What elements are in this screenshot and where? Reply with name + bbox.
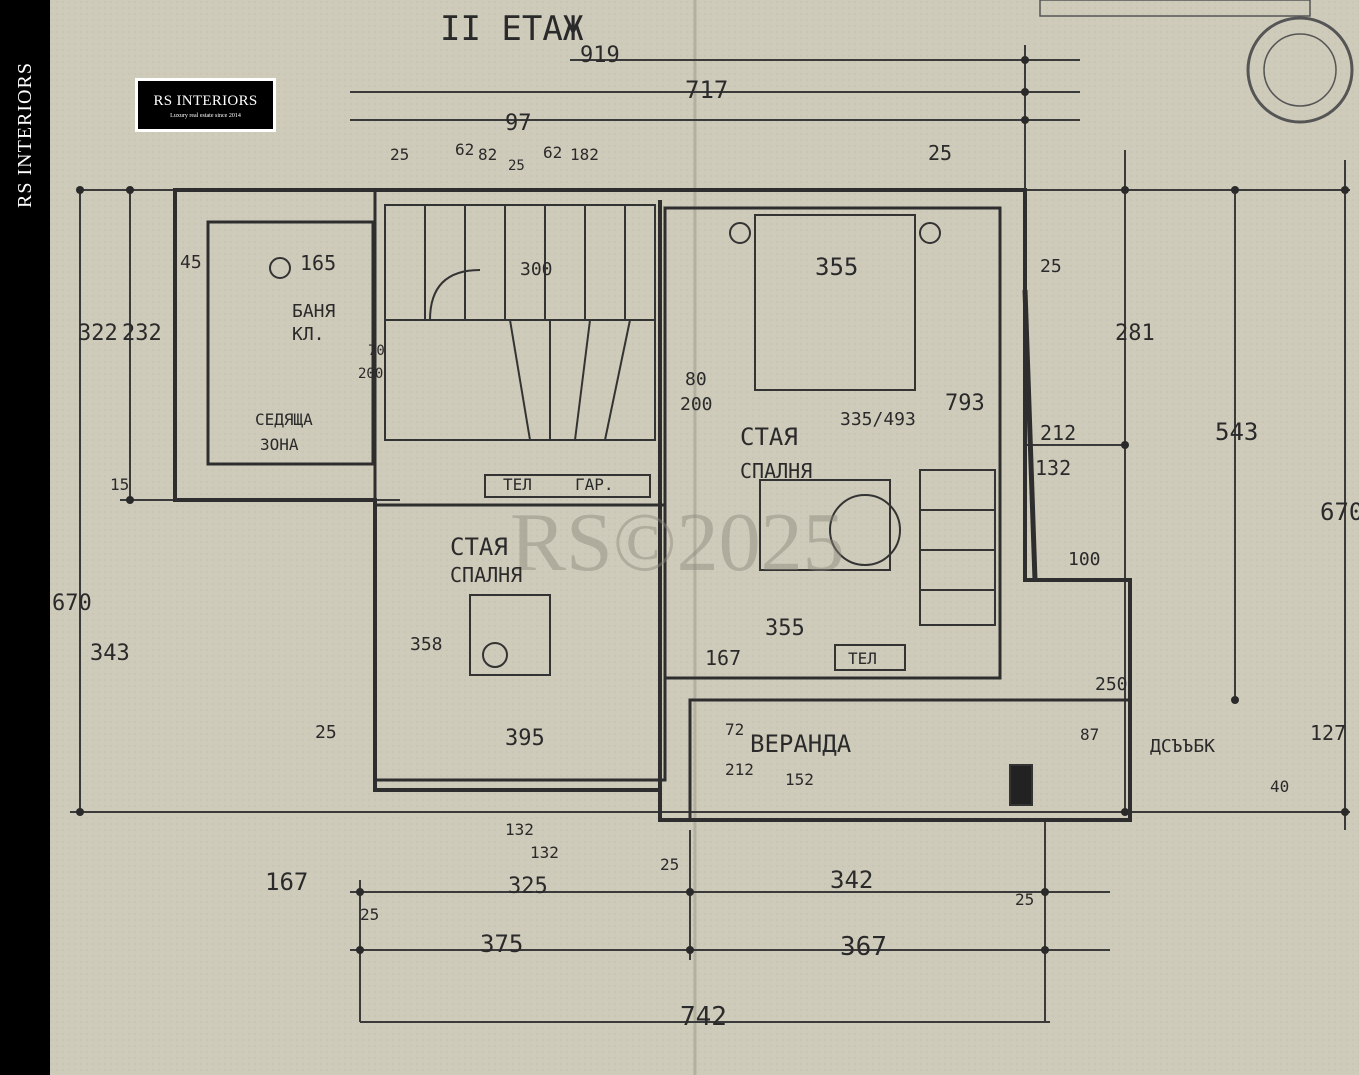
dim-70: 70 [368,343,385,359]
dim-25-f: 25 [360,905,379,924]
dim-80: 80 [685,369,707,390]
dimension-ticks [76,56,1349,954]
dim-40: 40 [1270,777,1289,796]
desk [469,594,551,676]
tel-label-2: ТЕЛ [848,649,877,668]
dim-342: 342 [830,866,873,894]
dim-300: 300 [520,259,553,280]
room-sitting-sub-label: ЗОНА [260,435,299,454]
dim-200-b: 200 [680,394,713,415]
dim-167-a: 167 [705,646,741,670]
plan-labels: II ЕТАЖ БАНЯ КЛ. СЕДЯЩА ЗОНА СТАЯ СПАЛНЯ… [52,9,1359,1032]
tv-unit [484,474,651,498]
dim-165: 165 [300,251,336,275]
staircase [384,204,656,441]
dim-132-a: 132 [505,820,534,839]
dim-919: 919 [580,43,620,68]
dim-322: 322 [78,321,118,346]
dim-25-g: 25 [660,855,679,874]
gar-label: ГАР. [575,475,614,494]
dim-152: 152 [785,770,814,789]
dim-212-b: 212 [725,760,754,779]
room-bedroom-1-sub-label: СПАЛНЯ [740,459,812,483]
room-bath-label: БАНЯ [292,301,335,322]
dim-25-a: 25 [390,145,409,164]
dim-281: 281 [1115,321,1155,346]
tel-label-1: ТЕЛ [503,475,532,494]
basin [269,257,291,279]
dim-670-r: 670 [1320,498,1359,526]
official-stamp [1039,0,1354,124]
dim-343: 343 [90,641,130,666]
dim-395: 395 [505,726,545,751]
room-bedroom-1-label: СТАЯ [740,423,798,451]
dim-232: 232 [122,321,162,346]
wardrobe [919,469,996,626]
dim-250: 250 [1095,674,1128,695]
room-veranda-label: ВЕРАНДА [750,730,852,758]
brand-logo: RS INTERIORS Luxury real estate since 20… [135,78,276,132]
dim-62-b: 62 [543,143,562,162]
balcony-label: ДСЪЪБК [1150,736,1215,757]
dim-182: 182 [570,145,599,164]
dim-132-r: 132 [1035,456,1071,480]
paper-background [50,0,1359,1075]
dim-45: 45 [180,252,202,273]
dim-87: 87 [1080,725,1099,744]
dim-25-r: 25 [1040,256,1062,277]
dim-127: 127 [1310,721,1346,745]
room-sitting-label: СЕДЯЩА [255,410,313,429]
bed-1 [754,214,916,391]
dim-132-b: 132 [530,843,559,862]
chair [482,642,508,668]
dim-72: 72 [725,720,744,739]
dim-375: 375 [480,930,523,958]
dim-543: 543 [1215,418,1258,446]
dim-367: 367 [840,932,887,962]
dim-358: 358 [410,634,443,655]
floor-plan-drawing: RS©2025 II ЕТАЖ БАНЯ КЛ. СЕДЯЩА ЗОНА СТА… [50,0,1359,1075]
dim-25-d: 25 [315,722,337,743]
dim-212: 212 [1040,421,1076,445]
plan-watermark: RS©2025 [510,496,845,589]
logo-name: RS INTERIORS [153,93,258,109]
dim-335-493: 335/493 [840,409,916,430]
chimney [1009,764,1033,806]
room-bedroom-2-sub-label: СПАЛНЯ [450,563,522,587]
dim-82: 82 [478,145,497,164]
brand-sidebar: RS INTERIORS [0,0,50,1075]
dim-25-c: 25 [928,141,952,165]
logo-tagline: Luxury real estate since 2014 [170,113,241,119]
floor-plan-sheet: RS©2025 II ЕТАЖ БАНЯ КЛ. СЕДЯЩА ЗОНА СТА… [50,0,1359,1075]
plan-title: II ЕТАЖ [440,9,584,49]
dim-200-a: 200 [358,366,383,382]
furniture [269,214,1033,806]
dim-325: 325 [508,874,548,899]
room-bedroom-2-label: СТАЯ [450,533,508,561]
dim-25-e: 25 [1015,890,1034,909]
tv-stand [834,644,906,671]
dim-355-top: 355 [815,253,858,281]
dim-742: 742 [680,1002,727,1032]
sidebar-brand-text: RS INTERIORS [14,62,36,208]
walls [173,188,1132,822]
dim-670-l: 670 [52,591,92,616]
dim-167-b: 167 [265,868,308,896]
dim-25-b: 25 [508,158,525,174]
table [759,479,891,571]
dim-100: 100 [1068,549,1101,570]
room-bath-sub-label: КЛ. [292,324,325,345]
dim-15: 15 [110,475,129,494]
round-table [829,494,901,566]
dim-62-a: 62 [455,140,474,159]
dim-355-mid: 355 [765,616,805,641]
dim-97: 97 [505,111,532,136]
dim-717: 717 [685,76,728,104]
dim-793: 793 [945,391,985,416]
